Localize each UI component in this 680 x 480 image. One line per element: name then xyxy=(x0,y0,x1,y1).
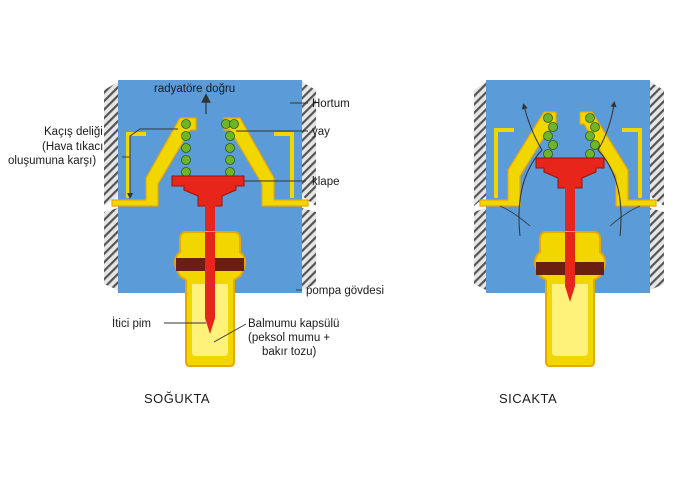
frame-side-right-hot xyxy=(622,128,642,198)
flow-arrow-left-hot xyxy=(518,103,543,237)
pump-body-wall-left xyxy=(104,208,118,290)
hot-thermostat xyxy=(474,80,664,367)
pump-body-wall-right xyxy=(302,208,316,290)
valve-disc xyxy=(171,175,245,207)
caption-cold: SOĞUKTA xyxy=(144,391,210,406)
label-wax-capsule-3: bakır tozu) xyxy=(262,346,316,358)
spring-right xyxy=(221,119,239,177)
label-vent-hole-2: (Hava tıkacı xyxy=(42,141,103,153)
label-push-pin: İtici pim xyxy=(112,317,151,330)
frame-left-arm xyxy=(111,117,197,207)
push-pin xyxy=(205,232,215,334)
label-wax-capsule-2: (peksol mumu + xyxy=(248,332,330,344)
hose-wall-right xyxy=(302,82,316,206)
frame-right-arm-hot xyxy=(579,111,657,207)
cold-thermostat xyxy=(104,80,316,367)
hose-wall-right-hot xyxy=(650,82,664,206)
frame-right-arm xyxy=(223,117,309,207)
vent-arrow xyxy=(127,128,178,199)
flow-arrow-right-hot xyxy=(597,101,622,237)
caption-hot: SICAKTA xyxy=(499,391,557,406)
push-pin-hot xyxy=(565,232,575,302)
hose-wall-left-hot xyxy=(474,82,486,206)
frame-side-left xyxy=(126,132,146,198)
spring-right-hot xyxy=(585,113,600,159)
pump-body-wall-left-hot xyxy=(474,208,486,290)
valve-disc-hot xyxy=(535,157,605,189)
label-radiator: radyatöre doğru xyxy=(154,83,235,95)
spring-left xyxy=(181,119,191,177)
label-wax-capsule-1: Balmumu kapsülü xyxy=(248,318,339,330)
pump-body-wall-right-hot xyxy=(650,208,664,290)
flow-line-right-hot xyxy=(609,205,641,227)
flow-line-left-hot xyxy=(499,205,531,227)
hose-wall-left xyxy=(104,82,118,206)
label-spring: yay xyxy=(312,126,330,138)
valve-stem xyxy=(205,205,215,233)
leader-wax-capsule xyxy=(213,323,247,343)
valve-stem-hot xyxy=(565,187,575,233)
label-vent-hole-1: Kaçış deliği xyxy=(44,126,103,138)
leader-lines xyxy=(122,102,308,343)
label-hose: Hortum xyxy=(312,98,350,110)
frame-side-left-hot xyxy=(494,128,514,198)
frame-side-right xyxy=(274,132,294,198)
wax-capsule-inner-hot xyxy=(552,284,588,356)
label-vent-hole-3: oluşumuna karşı) xyxy=(8,155,96,167)
label-pump-body: pompa gövdesi xyxy=(306,285,384,297)
spring-left-hot xyxy=(543,113,558,159)
label-valve: klape xyxy=(312,176,340,188)
